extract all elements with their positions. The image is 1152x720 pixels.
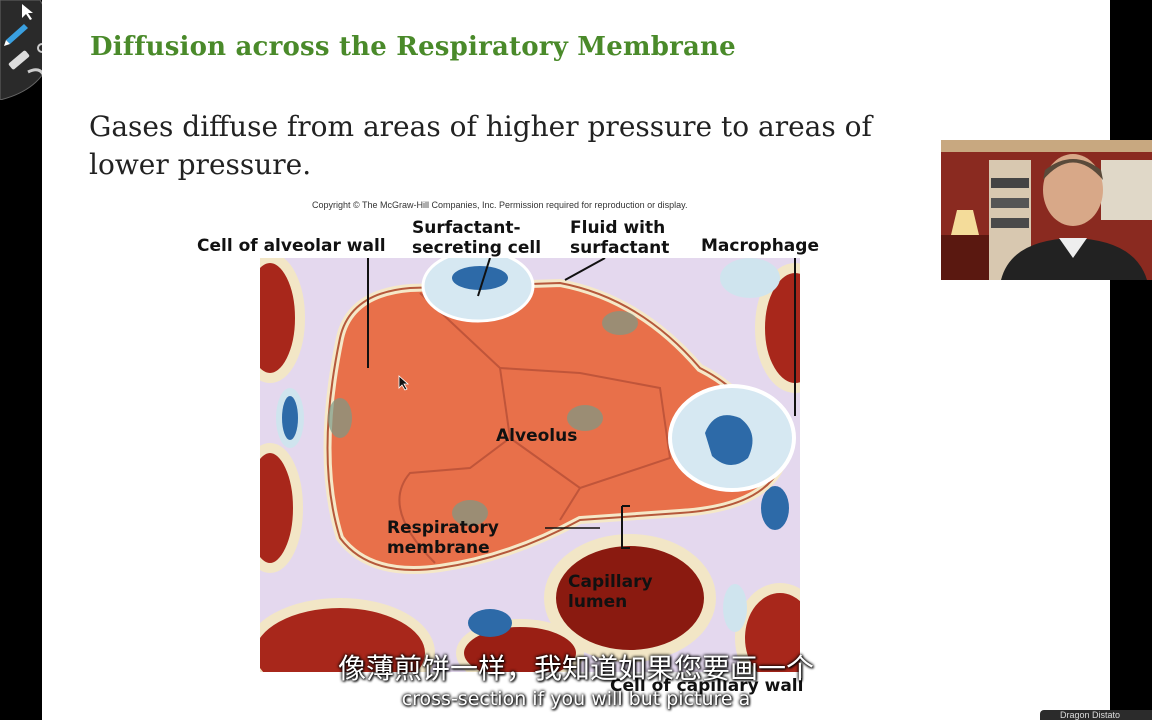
slide: Diffusion across the Respiratory Membran…	[42, 0, 1110, 720]
eraser-tool-icon[interactable]	[8, 50, 30, 70]
label-resp-line2: membrane	[387, 538, 490, 558]
label-fluid-line1: Fluid with	[570, 218, 666, 238]
label-resp-line1: Respiratory	[387, 518, 499, 538]
presenter-webcam	[941, 140, 1152, 280]
pointer-tool-icon[interactable]	[22, 4, 33, 20]
participant-name-bar: Dragon Distato	[1040, 710, 1152, 720]
label-fluid-line2: surfactant	[570, 238, 670, 258]
label-cell-of-capillary-wall: Cell of capillary wall	[610, 676, 804, 696]
label-surfactant-line1: Surfactant-	[412, 218, 521, 238]
label-cap-line2: lumen	[568, 592, 628, 612]
label-respiratory-membrane: Respiratory membrane	[387, 518, 499, 558]
label-surfactant-line2: secreting cell	[412, 238, 542, 258]
participant-name: Dragon Distato	[1060, 710, 1121, 720]
mouse-cursor-icon	[398, 375, 410, 391]
pen-tool-icon[interactable]	[4, 24, 28, 46]
figure-copyright: Copyright © The McGraw-Hill Companies, I…	[312, 200, 688, 210]
label-macrophage: Macrophage	[701, 236, 819, 256]
chinese-subtitle: 像薄煎饼一样，我知道如果您要画一个	[337, 652, 814, 685]
label-cap-line1: Capillary	[568, 572, 653, 592]
slide-title: Diffusion across the Respiratory Membran…	[90, 32, 736, 62]
slide-body-text: Gases diffuse from areas of higher press…	[89, 110, 872, 181]
label-cell-of-alveolar-wall: Cell of alveolar wall	[197, 236, 386, 256]
label-alveolus: Alveolus	[496, 426, 578, 446]
label-capillary-lumen: Capillary lumen	[568, 572, 653, 612]
label-fluid-with-surfactant: Fluid with surfactant	[570, 218, 669, 258]
respiratory-membrane-illustration	[235, 249, 835, 708]
english-subtitle: cross-section if you will but picture a	[401, 688, 751, 710]
label-surfactant-secreting-cell: Surfactant- secreting cell	[412, 218, 541, 258]
